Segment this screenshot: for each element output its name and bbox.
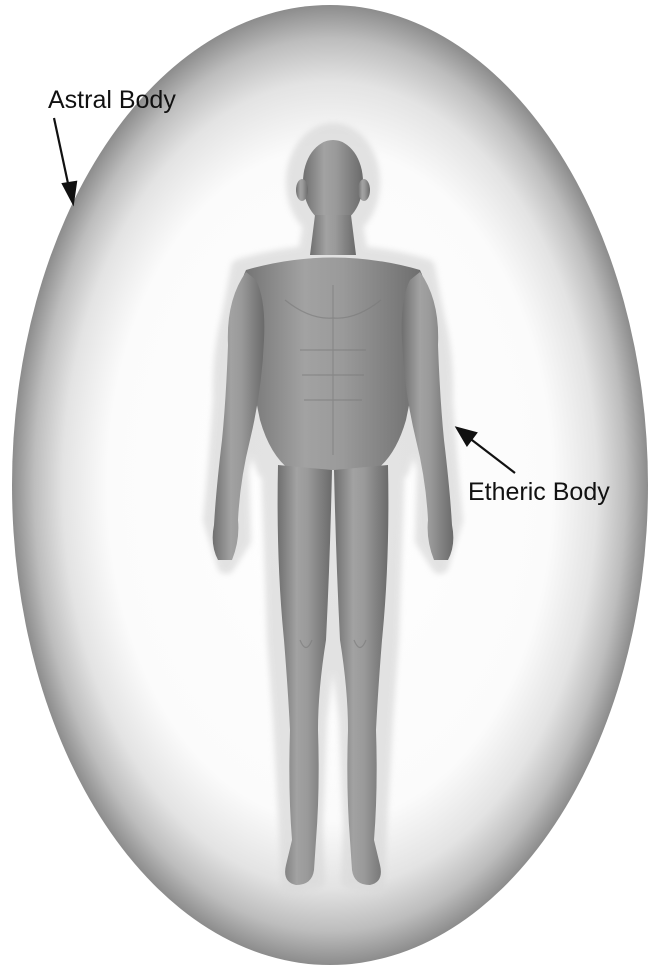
astral-body-label: Astral Body [48, 88, 176, 113]
astral-body-arrow [54, 118, 76, 203]
head [303, 140, 363, 224]
etheric-body-label: Etheric Body [468, 480, 610, 505]
neck [310, 215, 356, 255]
